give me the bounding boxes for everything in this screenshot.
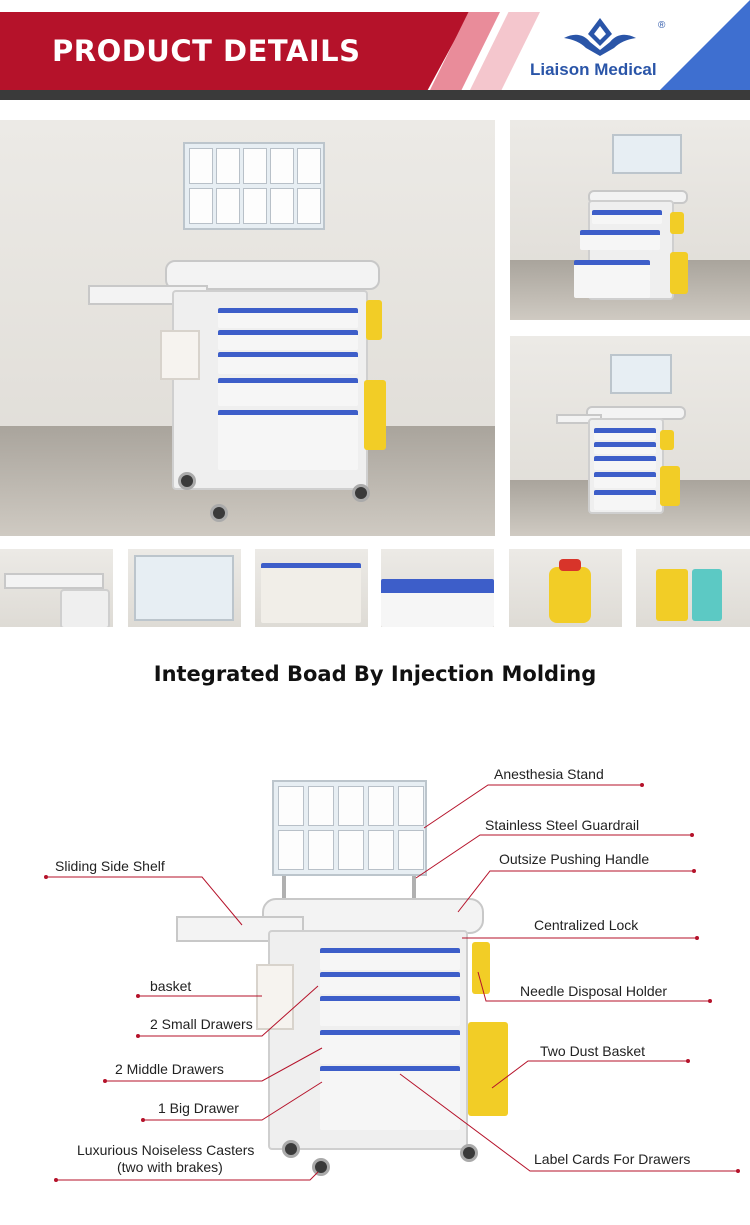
label-big-drawer: 1 Big Drawer (158, 1100, 239, 1116)
label-casters: Luxurious Noiseless Casters (77, 1142, 255, 1158)
thumbnail-anesthesia-rack (128, 549, 241, 627)
label-needle-disposal-holder: Needle Disposal Holder (520, 983, 668, 999)
label-middle-drawers: 2 Middle Drawers (115, 1061, 224, 1077)
label-sliding-side-shelf: Sliding Side Shelf (55, 858, 165, 874)
header-banner: PRODUCT DETAILS ® Liaison Medical (0, 0, 750, 100)
thumbnail-dust-baskets (636, 549, 750, 627)
label-casters-note: (two with brakes) (117, 1159, 223, 1175)
label-basket: basket (150, 978, 192, 994)
section-title: Integrated Boad By Injection Molding (153, 662, 597, 686)
photo-side-bottom (510, 336, 750, 536)
banner-red-band (0, 12, 470, 90)
label-outsize-pushing-handle: Outsize Pushing Handle (499, 851, 650, 867)
thumbnail-needle-holder (509, 549, 622, 627)
diagram-cart (0, 760, 750, 1200)
label-label-cards: Label Cards For Drawers (534, 1151, 691, 1167)
page-title: PRODUCT DETAILS (52, 34, 361, 68)
thumbnail-drawer-dividers (255, 549, 368, 627)
registered-mark: ® (658, 20, 666, 31)
label-two-dust-basket: Two Dust Basket (540, 1043, 646, 1059)
thumbnail-drawer-label (381, 549, 494, 627)
brand-logo-icon (564, 18, 636, 56)
photo-side-top (510, 120, 750, 320)
label-small-drawers: 2 Small Drawers (150, 1016, 253, 1032)
brand-name: Liaison Medical (530, 60, 657, 79)
label-centralized-lock: Centralized Lock (534, 917, 639, 933)
label-anesthesia-stand: Anesthesia Stand (494, 766, 604, 782)
thumbnail-side-shelf (0, 549, 113, 627)
label-stainless-steel-guardrail: Stainless Steel Guardrail (485, 817, 640, 833)
photo-main (0, 120, 495, 536)
banner-divider (0, 90, 750, 100)
